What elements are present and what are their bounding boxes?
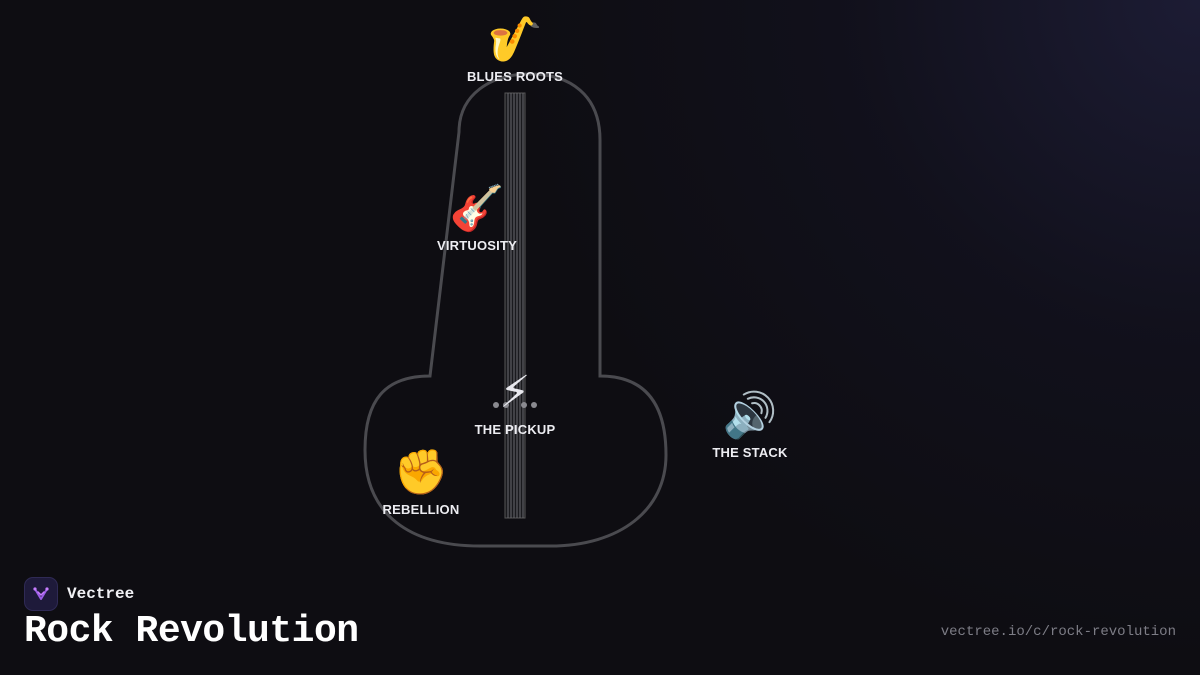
saxophone-icon: 🎷 [487,14,543,65]
page-url[interactable]: vectree.io/c/rock-revolution [940,624,1176,640]
node-label: THE STACK [712,445,788,460]
node-the-stack[interactable]: 🔊 THE STACK [712,390,788,461]
guitar-icon: 🎸 [449,183,505,234]
node-virtuosity[interactable]: 🎸 VIRTUOSITY [436,183,518,254]
guitar-outline [363,72,668,548]
lightning-icon: ⚡ [499,367,531,418]
node-the-pickup[interactable]: ⚡ THE PICKUP [474,367,556,438]
guitar-neck [504,92,526,519]
pickup-dots [493,402,537,408]
raised-fist-icon: ✊ [393,447,449,498]
brand-name: Vectree [67,585,135,603]
node-rebellion[interactable]: ✊ REBELLION [382,447,460,518]
node-label: THE PICKUP [474,422,556,437]
brand[interactable]: Vectree [24,577,134,611]
speaker-icon: 🔊 [722,390,778,441]
page-title: Rock Revolution [24,610,359,653]
node-label: REBELLION [382,502,460,517]
node-blues-roots[interactable]: 🎷 BLUES ROOTS [466,14,564,85]
vectree-logo-icon [24,577,58,611]
node-label: VIRTUOSITY [436,238,518,253]
node-label: BLUES ROOTS [466,69,564,84]
